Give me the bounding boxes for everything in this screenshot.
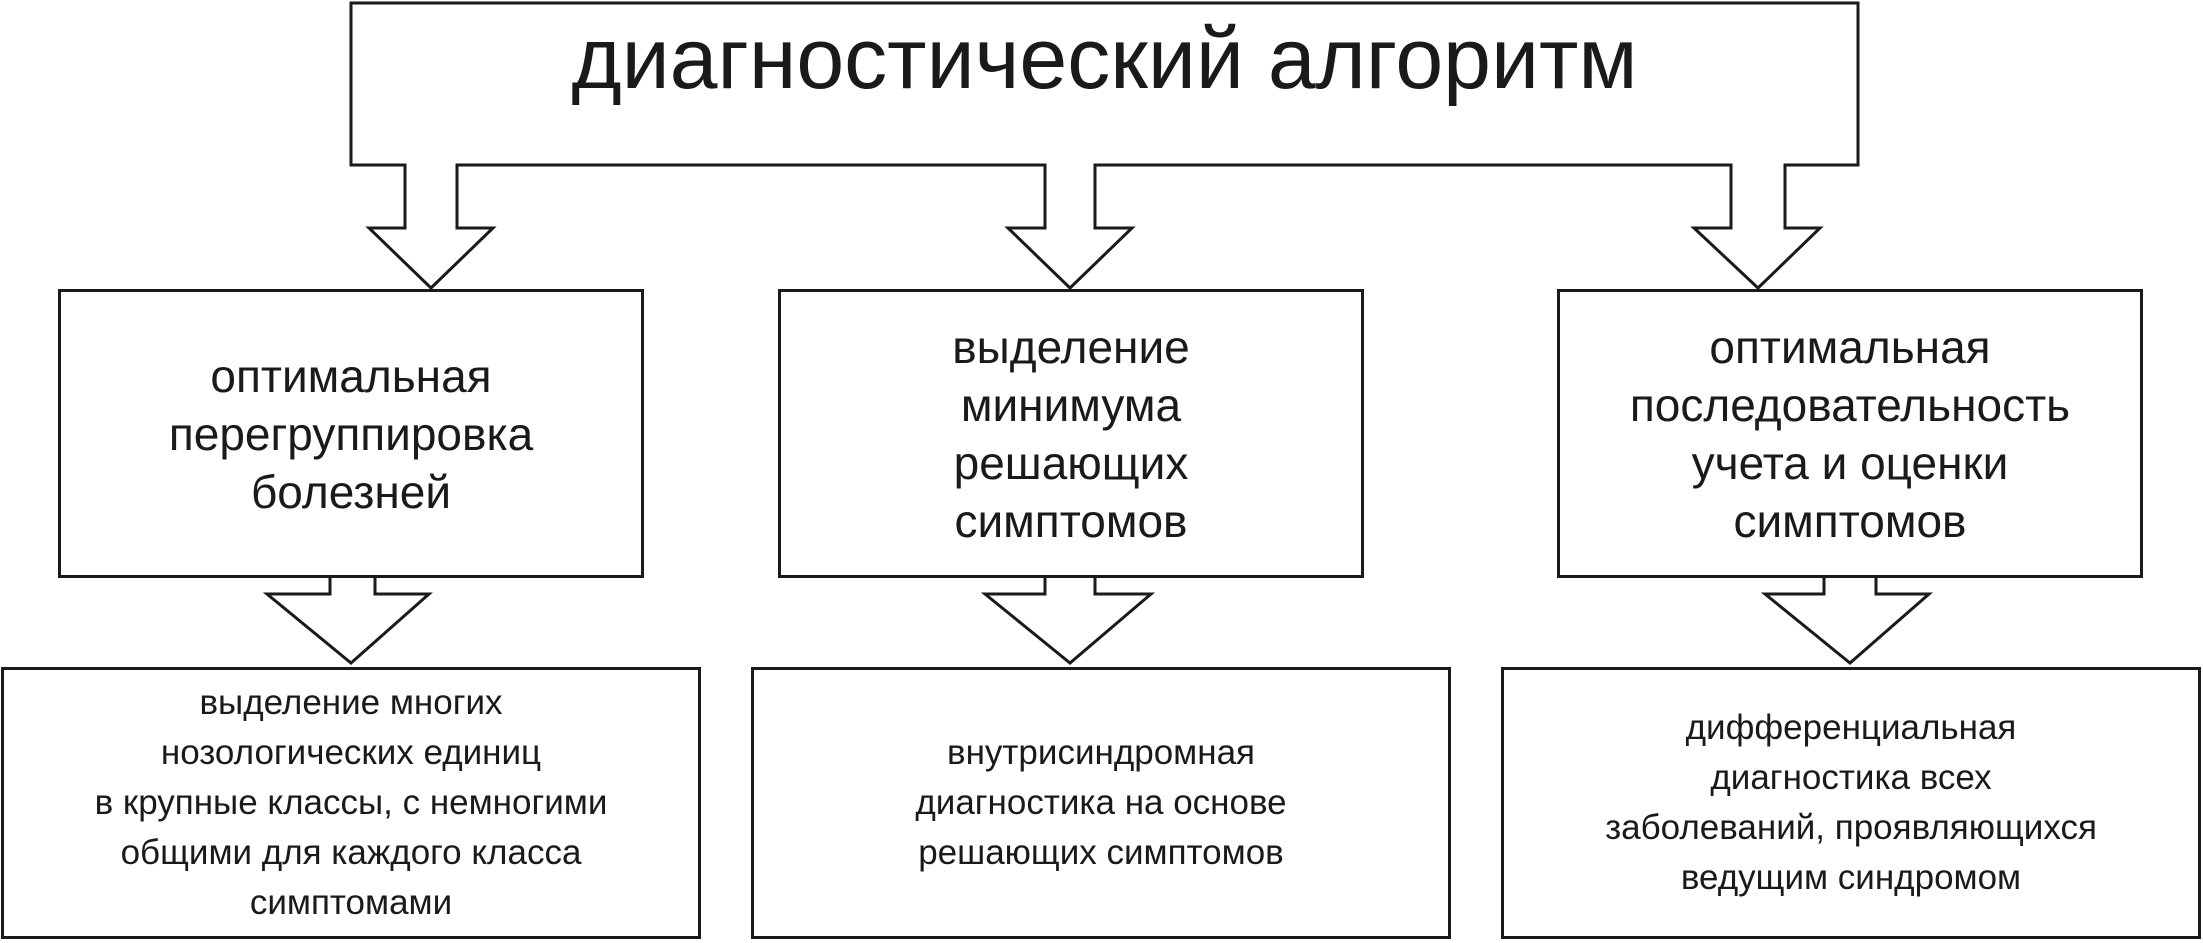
middle-box-2-text: выделение минимума решающих симптомов bbox=[952, 320, 1190, 547]
middle-box-3-text: оптимальная последовательность учета и о… bbox=[1629, 320, 2071, 547]
arrow-middle-1-to-bottom-1 bbox=[262, 578, 433, 665]
title-frame bbox=[349, 1, 1860, 291]
bottom-box-2-text: внутрисиндромная диагностика на основе р… bbox=[915, 733, 1287, 872]
bottom-box-1: выделение многих нозологических единиц в… bbox=[1, 667, 701, 939]
arrow-middle-3-to-bottom-3 bbox=[1760, 578, 1933, 665]
arrow-middle-2-to-bottom-2 bbox=[980, 578, 1156, 665]
diagram-title: диагностический алгоритм bbox=[571, 11, 1638, 107]
title-box: диагностический алгоритм bbox=[351, 3, 1858, 165]
middle-box-2: выделение минимума решающих симптомов bbox=[778, 289, 1364, 578]
bottom-box-3: дифференциальная диагностика всех заболе… bbox=[1501, 667, 2201, 939]
bottom-box-1-text: выделение многих нозологических единиц в… bbox=[94, 683, 608, 922]
bottom-box-3-text: дифференциальная диагностика всех заболе… bbox=[1605, 708, 2097, 897]
middle-box-1-text: оптимальная перегруппировка болезней bbox=[168, 349, 534, 518]
middle-box-1: оптимальная перегруппировка болезней bbox=[58, 289, 644, 578]
middle-box-3: оптимальная последовательность учета и о… bbox=[1557, 289, 2143, 578]
bottom-box-2: внутрисиндромная диагностика на основе р… bbox=[751, 667, 1451, 939]
